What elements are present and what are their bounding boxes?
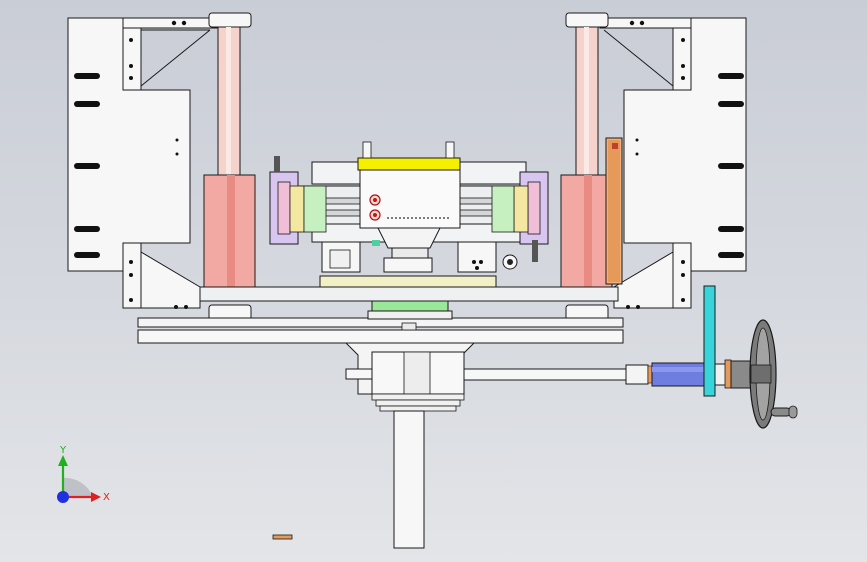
shaft-hub-blue [651,362,705,387]
right-upper-gusset [603,29,674,87]
green-accent [372,240,380,246]
right-screw [532,240,538,262]
gearbox [344,342,476,549]
gear-ring-3 [379,405,457,412]
left-upper-gusset [140,29,211,87]
left-rod-highlight [226,27,231,175]
handwheel-indicator-bar[interactable] [703,285,716,397]
triad-xy-arc [63,477,93,497]
shaft-collar [625,364,649,385]
right-support-block [457,241,497,273]
gear-ring-1 [371,393,465,401]
right-frame-holes [626,20,685,309]
right-guide-column [560,12,613,322]
right-column-shade [584,175,592,287]
work-base-plate [319,275,497,288]
left-pin [362,141,372,159]
left-bracket-upper [122,27,142,91]
right-bracket-upper [672,27,692,91]
chuck-ring [391,247,429,259]
left-frame-top-strip [122,17,219,29]
right-frame-top-strip [599,17,692,29]
clamp-assembly [269,141,549,288]
right-side-mount [605,137,623,285]
rotary-bearing [367,300,453,331]
drive-shaft [463,368,627,381]
left-jaw-stack [269,171,327,245]
left-frame-holes [129,20,188,309]
right-frame-slots [718,73,744,258]
gear-ring-2 [375,399,461,407]
main-plate [199,286,619,302]
right-rod-highlight [584,27,589,175]
left-frame-slots [74,73,100,258]
small-spacer-part [272,534,293,540]
left-side-frame [67,17,219,309]
triad-y-label: Y [59,445,67,456]
right-rod-cap [565,12,609,28]
gearbox-center [403,351,431,395]
handwheel-icon[interactable] [749,319,798,429]
chuck-cone [377,227,441,249]
left-lower-gusset [140,251,201,309]
left-screw [274,156,280,172]
left-shaft-stub [345,368,373,380]
right-lower-gusset [613,251,674,309]
coordinate-triad-icon: Y X [57,445,110,503]
triad-z-axis [57,491,69,503]
right-side-frame [599,17,747,309]
handwheel-boss [730,360,752,389]
chuck-base [383,257,433,273]
shaft-sleeve-orange [647,365,653,384]
lower-crossbar [137,329,624,344]
triad-x-label: X [103,492,110,503]
scale-ticks [387,217,449,219]
clamp-yellow-bar [357,157,461,171]
left-guide-column [203,12,256,322]
left-column-shade [227,175,235,287]
left-rod-cap [208,12,252,28]
left-support-grip [329,249,351,269]
handwheel-shaft-assembly [463,285,798,429]
right-jaw-stack [491,171,549,245]
vertical-spindle [393,410,425,549]
handwheel-hub-ring [724,359,732,389]
right-pin [445,141,455,159]
